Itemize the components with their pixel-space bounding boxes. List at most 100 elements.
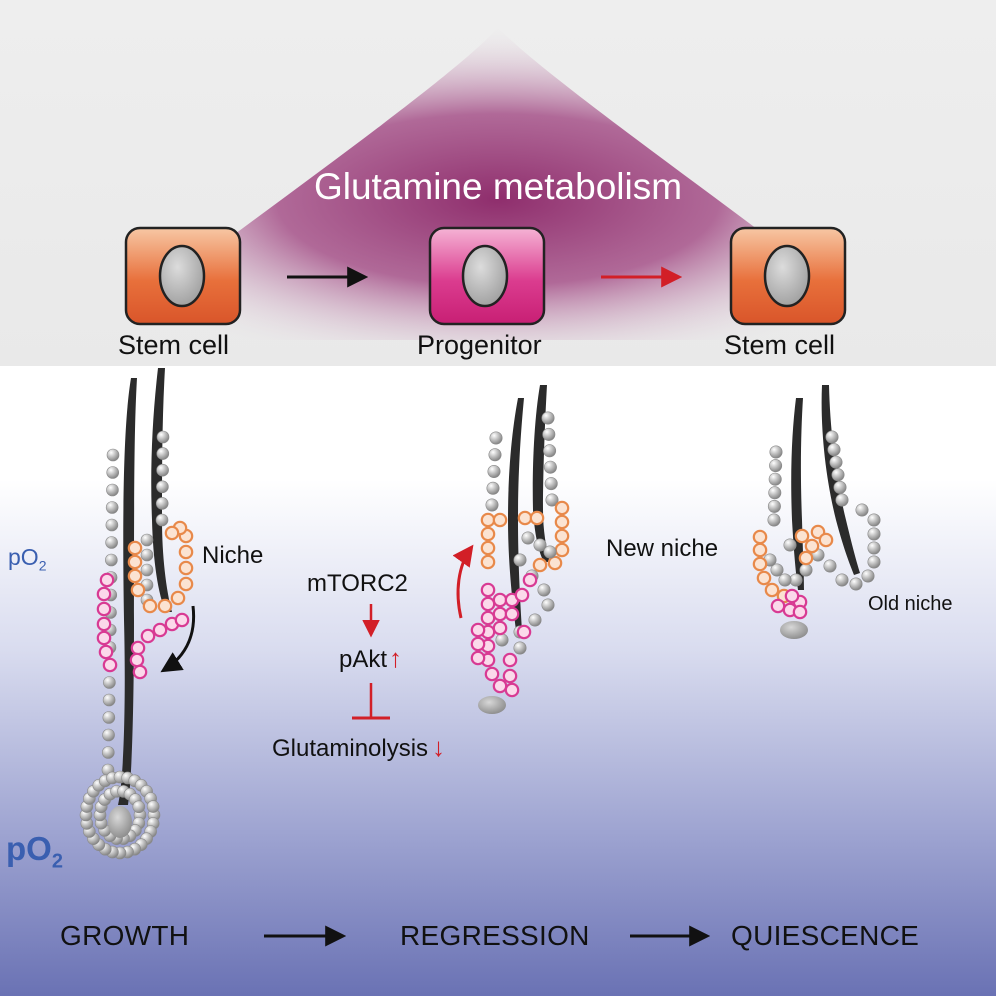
progenitor-cell — [96, 601, 112, 617]
mtorc2-label: mTORC2 — [307, 570, 408, 597]
niche-cell — [554, 542, 570, 558]
gray-cell — [867, 527, 881, 541]
progenitor-cell — [492, 620, 508, 636]
gray-cell — [513, 553, 527, 567]
progenitor-cell — [504, 606, 520, 622]
gray-cell — [768, 472, 782, 486]
gray-cell — [102, 693, 116, 707]
progenitor-cell — [96, 616, 112, 632]
niche-cell — [804, 538, 820, 554]
po2-low-text: pO — [8, 544, 39, 570]
gray-cell — [155, 497, 169, 510]
niche-cell — [127, 554, 143, 570]
progenitor-cell — [140, 628, 156, 644]
progenitor-cell — [152, 622, 168, 638]
progenitor-cell — [784, 588, 800, 604]
po2-high-label: pO2 — [6, 832, 63, 872]
stage-growth: GROWTH — [60, 920, 190, 951]
niche-cell — [752, 542, 768, 558]
cell-label-progenitor: Progenitor — [417, 330, 542, 360]
gray-cell — [833, 480, 847, 494]
nucleus-icon — [158, 244, 206, 308]
gray-cell — [521, 531, 535, 545]
progenitor-cell — [492, 606, 508, 622]
progenitor-cell — [484, 666, 500, 682]
gray-cell — [156, 447, 170, 460]
gray-cell — [487, 464, 501, 478]
niche-cell — [752, 556, 768, 572]
progenitor-cell — [480, 610, 496, 626]
gray-cell — [545, 493, 559, 507]
gray-cell — [769, 445, 783, 459]
cell-label-stem-left: Stem cell — [118, 330, 230, 360]
glutaminolysis-text: Glutaminolysis — [272, 735, 429, 762]
niche-cell — [554, 514, 570, 530]
gray-cell — [835, 573, 849, 587]
gray-cell — [105, 518, 119, 532]
progenitor-cell — [792, 604, 808, 620]
gray-cell — [778, 573, 792, 587]
gray-cell — [769, 459, 783, 473]
gray-cell — [541, 598, 555, 612]
gray-cell — [867, 555, 881, 569]
gray-cell — [783, 538, 797, 552]
progenitor-cell — [129, 652, 145, 668]
niche-cell — [480, 526, 496, 542]
hair-shaft — [118, 378, 137, 805]
gray-cell — [156, 430, 170, 444]
gray-cell — [155, 513, 169, 527]
gray-cell — [825, 430, 839, 444]
gray-cell — [827, 443, 841, 457]
gray-cell — [140, 533, 154, 547]
up-arrow-icon: ↑ — [389, 643, 403, 673]
niche-cell — [142, 598, 158, 614]
progenitor-cell — [480, 596, 496, 612]
gray-cell — [140, 548, 154, 562]
niche-cell — [157, 598, 173, 614]
follicle-growth — [79, 368, 194, 860]
po2-low-subscript: 2 — [38, 557, 47, 574]
gray-cell — [105, 553, 118, 567]
hair-shaft — [508, 398, 524, 630]
niche-cell — [127, 568, 143, 584]
niche-cell — [752, 529, 768, 545]
cell-stem-right — [729, 226, 847, 326]
progenitor-cell — [522, 572, 538, 588]
nucleus-icon — [763, 244, 811, 308]
progenitor-cell — [470, 622, 486, 638]
niche-cell — [178, 576, 194, 592]
gray-cell — [533, 538, 547, 552]
gray-cell — [544, 477, 558, 491]
niche-cell — [529, 510, 545, 526]
gray-cell — [537, 583, 551, 597]
gray-cell — [861, 569, 875, 583]
gray-cell — [132, 800, 146, 814]
gray-cell — [543, 460, 557, 474]
niche-cell — [480, 540, 496, 556]
gray-cell — [855, 503, 869, 517]
gray-cell — [106, 466, 120, 479]
gray-cell — [513, 641, 527, 655]
gray-cell — [101, 746, 115, 759]
cell-stem-left — [124, 226, 242, 326]
curved-arrow-black — [160, 605, 196, 673]
niche-cell — [798, 550, 814, 566]
niche-cell — [764, 582, 780, 598]
progenitor-cell — [96, 630, 112, 646]
progenitor-cell — [130, 640, 146, 656]
gray-cell — [485, 498, 499, 512]
gray-cell — [495, 633, 509, 647]
po2-low-label: pO2 — [8, 546, 46, 573]
pakt-text: pAkt — [339, 646, 388, 673]
niche-label: Niche — [202, 542, 264, 569]
dermal-papilla — [780, 621, 808, 639]
gray-cell — [770, 563, 784, 577]
progenitor-cell — [492, 678, 508, 694]
niche-cell — [532, 557, 548, 573]
progenitor-cell — [516, 624, 532, 640]
nucleus-icon — [461, 244, 509, 308]
glutaminolysis-label: Glutaminolysis↓ — [272, 734, 445, 761]
gray-cell — [767, 499, 781, 513]
gray-cell — [767, 513, 781, 527]
progenitor-cell — [770, 598, 786, 614]
